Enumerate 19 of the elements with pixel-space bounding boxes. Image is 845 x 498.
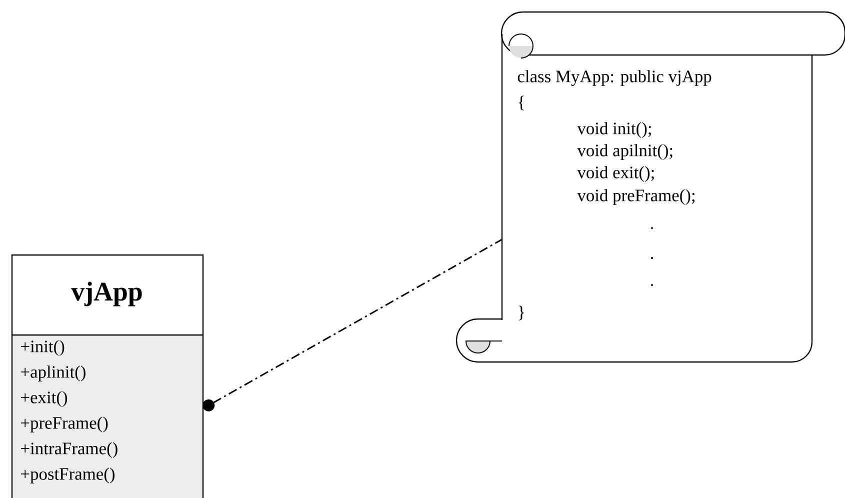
code-line: . (650, 226, 654, 230)
code-line: void exit(); (577, 166, 654, 182)
method-name: +intraFrame() (21, 442, 118, 458)
method-name: +aplinit() (21, 366, 86, 382)
connector (202, 238, 502, 412)
method-name: +postFrame() (21, 468, 114, 484)
method-name: +preFrame() (21, 416, 108, 432)
code-line: void preFrame(); (577, 189, 694, 205)
code-line: . (650, 256, 654, 260)
code-line: void init(); (577, 122, 651, 138)
code-line: . (650, 284, 654, 286)
method-name: +exit() (21, 391, 68, 407)
class-box (11, 254, 204, 498)
method-name: +init() (21, 340, 64, 356)
code-line: { (518, 96, 524, 110)
code-line: void apilnit(); (577, 144, 672, 160)
class-name: vjApp (71, 282, 142, 306)
code-line: } (518, 306, 524, 320)
code-line: class MyApp: public vjApp (518, 70, 712, 86)
